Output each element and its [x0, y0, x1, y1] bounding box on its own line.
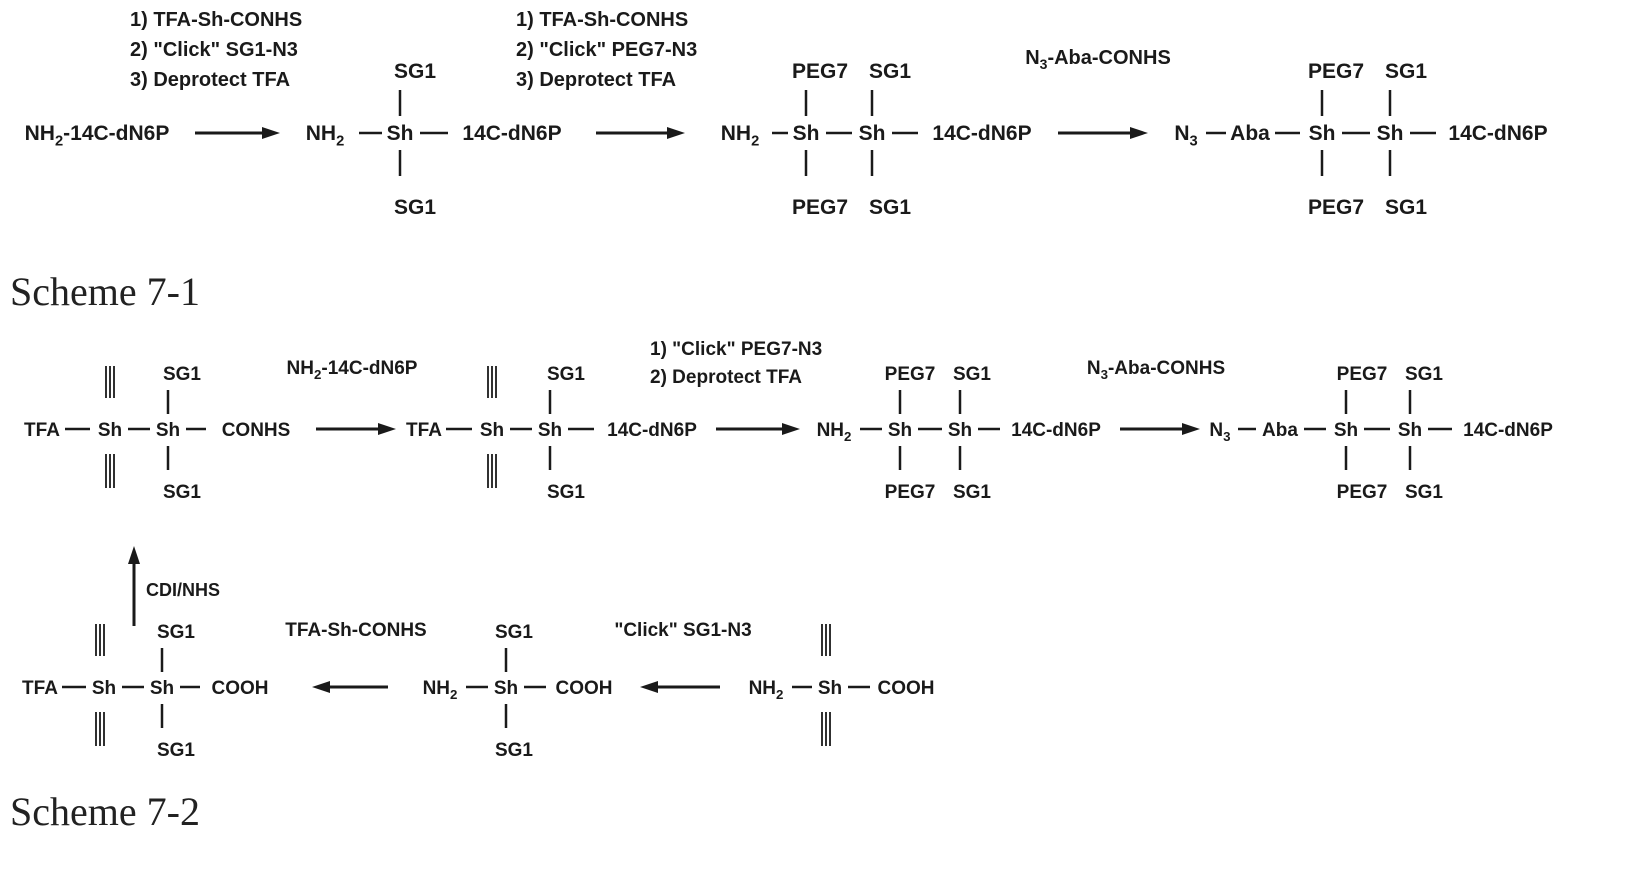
sg1-label: SG1 [394, 60, 436, 83]
sh-label: Sh [1309, 122, 1336, 145]
tail-label: 14C-dN6P [1011, 420, 1101, 441]
arrow-head [1182, 423, 1200, 435]
tail-label: 14C-dN6P [1463, 420, 1553, 441]
cooh-label: COOH [212, 678, 269, 699]
sh-label: Sh [793, 122, 820, 145]
sh-label: Sh [156, 420, 180, 441]
sg1-label: SG1 [953, 364, 991, 385]
amine-label: NH2 [817, 420, 852, 444]
peg7-label: PEG7 [885, 364, 936, 385]
tail-label: 14C-dN6P [607, 420, 697, 441]
sh-label: Sh [98, 420, 122, 441]
peg7-label: PEG7 [1337, 482, 1388, 503]
aba-label: Aba [1230, 122, 1270, 145]
start-material: NH2-14C-dN6P [25, 122, 170, 149]
sh-label: Sh [387, 122, 414, 145]
arrow-head [1130, 127, 1148, 139]
tfa-label: TFA [406, 420, 442, 441]
sg1-label: SG1 [163, 482, 201, 503]
sg1-label: SG1 [163, 364, 201, 385]
sh-label: Sh [948, 420, 972, 441]
cooh-label: COOH [556, 678, 613, 699]
sh-label: Sh [818, 678, 842, 699]
peg7-label: PEG7 [792, 196, 848, 219]
arrow-head [128, 546, 140, 564]
step2-condition: 1) TFA-Sh-CONHS [516, 9, 688, 31]
sg1-label: SG1 [869, 60, 911, 83]
arrow-head [667, 127, 685, 139]
peg7-label: PEG7 [792, 60, 848, 83]
sg1-label: SG1 [869, 196, 911, 219]
cooh-label: COOH [878, 678, 935, 699]
amine-label: NH2 [749, 678, 784, 702]
arrow-head [782, 423, 800, 435]
sh-label: Sh [150, 678, 174, 699]
arrow-head [378, 423, 396, 435]
sh-label: Sh [1334, 420, 1358, 441]
sh-label: Sh [480, 420, 504, 441]
peg7-label: PEG7 [1308, 60, 1364, 83]
sh-label: Sh [1377, 122, 1404, 145]
peg7-label: PEG7 [1337, 364, 1388, 385]
sg1-label: SG1 [495, 740, 533, 761]
sh-label: Sh [859, 122, 886, 145]
reagent-b: 1) "Click" PEG7-N3 [650, 339, 822, 360]
arrow-head [640, 681, 658, 693]
conhs-label: CONHS [222, 420, 291, 441]
sh-label: Sh [494, 678, 518, 699]
amine-label: NH2 [423, 678, 458, 702]
step2-condition: 3) Deprotect TFA [516, 69, 676, 91]
amine-label: NH2 [721, 122, 760, 149]
azide-label: N3 [1209, 420, 1230, 444]
sh-label: Sh [888, 420, 912, 441]
step1-condition: 1) TFA-Sh-CONHS [130, 9, 302, 31]
sg1-label: SG1 [394, 196, 436, 219]
sh-label: Sh [1398, 420, 1422, 441]
sg1-label: SG1 [1405, 364, 1443, 385]
tail-label: 14C-dN6P [462, 122, 561, 145]
tfa-label: TFA [22, 678, 58, 699]
peg7-label: PEG7 [1308, 196, 1364, 219]
scheme-7-1-caption: Scheme 7-1 [10, 268, 200, 315]
reagent-c: N3-Aba-CONHS [1087, 358, 1225, 382]
tail-label: 14C-dN6P [1448, 122, 1547, 145]
sg1-label: SG1 [157, 740, 195, 761]
arrow-head [262, 127, 280, 139]
aba-label: Aba [1262, 420, 1298, 441]
scheme-7-2-caption: Scheme 7-2 [10, 788, 200, 835]
reagent-a: NH2-14C-dN6P [287, 358, 418, 382]
tail-label: 14C-dN6P [932, 122, 1031, 145]
sg1-label: SG1 [1405, 482, 1443, 503]
step1-condition: 3) Deprotect TFA [130, 69, 290, 91]
reagent-f: "Click" SG1-N3 [614, 620, 751, 641]
step1-condition: 2) "Click" SG1-N3 [130, 39, 298, 61]
arrow-head [312, 681, 330, 693]
tfa-label: TFA [24, 420, 60, 441]
azide-label: N3 [1174, 122, 1197, 149]
sg1-label: SG1 [547, 482, 585, 503]
step3-condition: N3-Aba-CONHS [1025, 47, 1171, 72]
sg1-label: SG1 [495, 622, 533, 643]
reagent-d: CDI/NHS [146, 580, 220, 600]
sg1-label: SG1 [547, 364, 585, 385]
sh-label: Sh [92, 678, 116, 699]
sh-label: Sh [538, 420, 562, 441]
sg1-label: SG1 [1385, 196, 1427, 219]
step2-condition: 2) "Click" PEG7-N3 [516, 39, 697, 61]
sg1-label: SG1 [953, 482, 991, 503]
reagent-e: TFA-Sh-CONHS [285, 620, 426, 641]
amine-label: NH2 [306, 122, 345, 149]
sg1-label: SG1 [157, 622, 195, 643]
reagent-b: 2) Deprotect TFA [650, 367, 802, 388]
sg1-label: SG1 [1385, 60, 1427, 83]
peg7-label: PEG7 [885, 482, 936, 503]
